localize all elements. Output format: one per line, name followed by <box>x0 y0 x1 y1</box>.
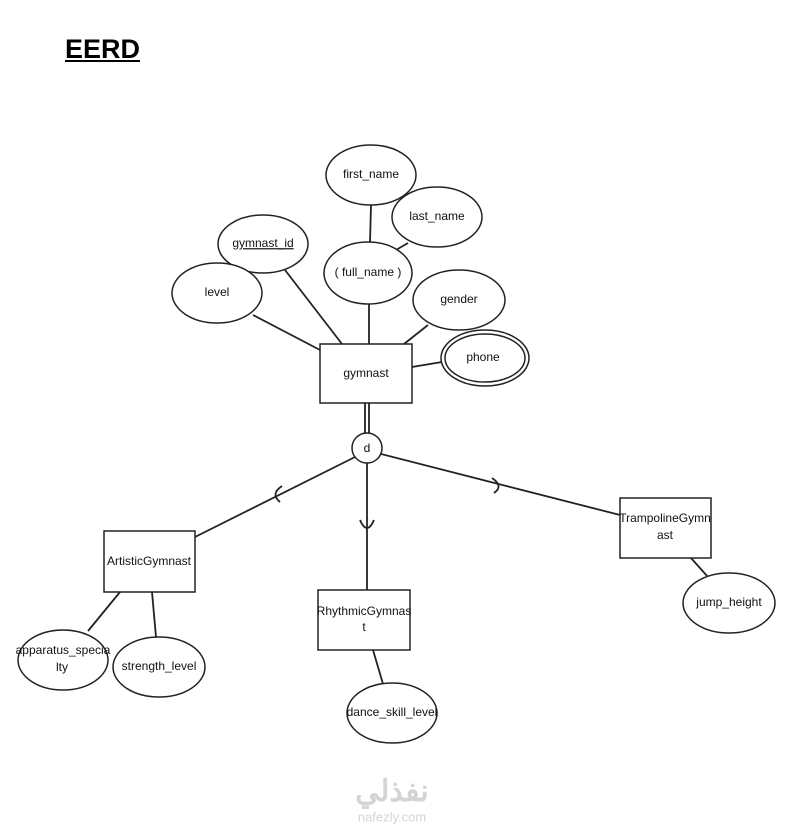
attribute-label: ( full_name ) <box>335 265 402 279</box>
attribute-strength-level[interactable]: strength_level <box>112 636 206 698</box>
attribute-label: jump_height <box>695 595 762 609</box>
attribute-gender[interactable]: gender <box>412 269 506 331</box>
entity-rhythmic-gymnast[interactable]: RhythmicGymnas t <box>317 589 412 651</box>
attribute-dance-skill-level[interactable]: dance_skill_level <box>346 682 438 744</box>
subset-arc-trampoline <box>491 477 500 494</box>
specialization-label: d <box>364 441 371 455</box>
attribute-label: dance_skill_level <box>347 705 438 719</box>
attribute-label: first_name <box>343 167 399 181</box>
entity-label: ArtisticGymnast <box>107 554 192 568</box>
subset-arc-rhythmic <box>359 519 375 529</box>
attribute-label: lty <box>56 660 68 674</box>
attribute-apparatus-specialty[interactable]: apparatus_specia lty <box>16 629 111 691</box>
attribute-phone-multivalued[interactable]: phone <box>440 329 530 387</box>
watermark-latin: nafezly.com <box>358 809 426 824</box>
entity-artistic-gymnast[interactable]: ArtisticGymnast <box>103 530 196 593</box>
attribute-label: phone <box>466 350 500 364</box>
entity-gymnast[interactable]: gymnast <box>319 343 413 404</box>
attribute-label: level <box>205 285 230 299</box>
disjoint-specialization-circle[interactable]: d <box>351 432 383 464</box>
entity-label: gymnast <box>343 366 389 380</box>
attribute-last-name[interactable]: last_name <box>391 186 483 248</box>
attribute-label: strength_level <box>122 659 197 673</box>
attribute-full-name-composite[interactable]: ( full_name ) <box>323 241 413 305</box>
attribute-first-name[interactable]: first_name <box>325 144 417 206</box>
watermark-arabic: نفذلي <box>355 775 428 809</box>
entity-label: TrampolineGymn <box>619 511 711 525</box>
attribute-label: gymnast_id <box>232 236 293 250</box>
entity-label: ast <box>657 528 674 542</box>
attribute-label: last_name <box>409 209 465 223</box>
attribute-label: gender <box>440 292 477 306</box>
entity-label: RhythmicGymnas <box>317 604 412 618</box>
attribute-jump-height[interactable]: jump_height <box>682 572 776 634</box>
entity-trampoline-gymnast[interactable]: TrampolineGymn ast <box>619 497 712 559</box>
attribute-gymnast-id-key[interactable]: gymnast_id <box>217 214 309 274</box>
entity-label: t <box>362 620 366 634</box>
subset-arc-artistic <box>274 485 283 503</box>
page-title: EERD <box>65 34 141 64</box>
attribute-label: apparatus_specia <box>16 643 111 657</box>
attribute-level[interactable]: level <box>171 262 263 324</box>
